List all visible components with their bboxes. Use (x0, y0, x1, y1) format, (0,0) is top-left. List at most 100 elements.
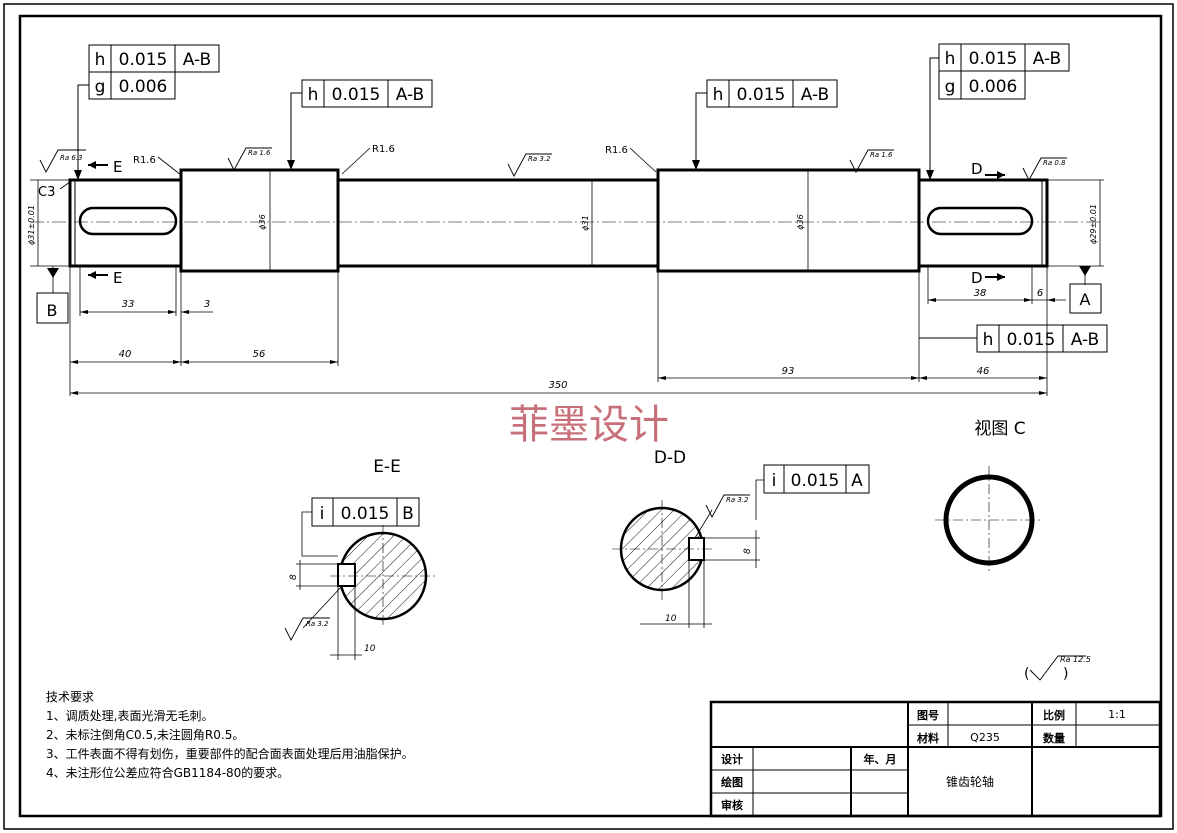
leader-arrow (287, 160, 295, 170)
tolerance-frame-right-h (929, 43, 1070, 178)
leader-arrow (926, 170, 934, 180)
dim-40: 40 (119, 349, 132, 360)
dd-keyway-width: 10 (665, 614, 677, 624)
roughness-ra32-a: Ra 3.2 (528, 155, 551, 163)
tol-lm-ref: A-B (396, 85, 424, 105)
chamfer-c3: C3 (38, 185, 55, 200)
view-c (935, 466, 1043, 574)
diameter-dimensions (30, 170, 1104, 271)
tol-lm-val: 0.015 (332, 85, 381, 105)
section-dd-title: D-D (654, 448, 686, 468)
diameter-label-1: ϕ31±0.01 (27, 205, 36, 245)
radius-r16-3: R1.6 (605, 145, 628, 156)
tolerance-frame-right-mid (695, 79, 838, 168)
tol-rm-val: 0.015 (737, 85, 786, 105)
tol-dd-val: 0.015 (791, 471, 840, 491)
roughness-symbols (39, 147, 1086, 681)
section-letter-d-top: D (971, 160, 983, 178)
dim-93: 93 (782, 366, 795, 377)
datum-a-triangle (1079, 266, 1091, 276)
tb-drawing-no-label: 图号 (917, 709, 939, 722)
tech-req-item: 4、未注形位公差应符合GB1184-80的要求。 (46, 766, 290, 780)
tol-rt-sym: h (945, 49, 956, 69)
ee-keyway-depth: 8 (289, 574, 299, 580)
section-markers (88, 164, 1005, 278)
tolerance-frame-right-low (919, 324, 1108, 353)
tb-material-label: 材料 (917, 731, 939, 745)
tol-lt-sym: h (95, 50, 106, 70)
dd-keyway-depth: 8 (743, 548, 753, 554)
tol-rt-val: 0.015 (969, 49, 1018, 69)
tol-rg-sym: g (945, 77, 956, 97)
roughness-bracket-open: ( (1024, 666, 1029, 682)
datum-b-triangle (47, 268, 59, 278)
section-arrows (88, 161, 1005, 281)
tb-date-label: 年、月 (864, 752, 897, 766)
tb-checker-label: 审核 (721, 798, 743, 812)
radius-r16-1: R1.6 (133, 155, 156, 166)
tech-req-item: 1、调质处理,表面光滑无毛刺。 (46, 709, 214, 723)
tb-designer-label: 设计 (721, 752, 743, 766)
technical-requirements: 技术要求 1、调质处理,表面光滑无毛刺。 2、未标注倒角C0.5,未注圆角R0.… (46, 688, 414, 783)
diameter-label-2: ϕ36 (258, 214, 267, 229)
outer-frame (3, 3, 1174, 830)
ee-keyway-width: 10 (364, 644, 376, 654)
tol-rl-val: 0.015 (1007, 330, 1056, 350)
datum-b-box (36, 292, 69, 324)
tb-scale-value: 1:1 (1108, 708, 1126, 721)
leader-arrow (74, 170, 82, 180)
tol-rt-ref: A-B (1033, 49, 1061, 69)
datum-a-box (1069, 283, 1102, 314)
dim-46: 46 (977, 366, 990, 377)
roughness-ra08: Ra 0.8 (1043, 159, 1066, 167)
section-dd-view (612, 479, 764, 628)
roughness-ra125: Ra 12.5 (1060, 655, 1091, 664)
roughness-bracket-close: ) (1063, 666, 1068, 682)
tol-dd-sym: i (772, 471, 777, 491)
datum-a-letter: A (1080, 290, 1091, 309)
tech-req-item: 2、未标注倒角C0.5,未注圆角R0.5。 (46, 728, 245, 742)
section-ee-title: E-E (373, 457, 401, 477)
tol-rm-sym: h (713, 85, 724, 105)
tol-rl-sym: h (983, 330, 994, 350)
diameter-label-5: ϕ29±0.01 (1089, 204, 1098, 244)
tol-ee-val: 0.015 (341, 504, 390, 524)
dim-56: 56 (253, 349, 266, 360)
tol-lt-ref: A-B (183, 50, 211, 70)
tb-material-value: Q235 (970, 731, 1000, 744)
tb-part-name: 锥齿轮轴 (946, 774, 994, 789)
section-letter-e-bottom: E (113, 269, 122, 287)
view-c-title: 视图 C (974, 419, 1025, 439)
tol-lg-sym: g (95, 77, 106, 97)
dimension-arrows (70, 298, 1055, 395)
tol-lg-val: 0.006 (119, 77, 168, 97)
watermark: 菲墨设计 (509, 402, 669, 448)
inner-frame (18, 14, 1163, 818)
tol-ee-sym: i (320, 504, 325, 524)
roughness-ra32-b: Ra 3.2 (306, 620, 329, 628)
tol-dd-ref: A (851, 471, 863, 491)
section-letter-e-top: E (113, 158, 122, 176)
tolerance-frame-left-h (77, 44, 220, 178)
tolerance-frame-dd (763, 464, 870, 494)
tb-quantity-label: 数量 (1043, 731, 1065, 745)
section-letter-d-bottom: D (971, 269, 983, 287)
tolerance-frame-ee (311, 497, 420, 527)
tol-lt-val: 0.015 (119, 50, 168, 70)
dim-3: 3 (204, 299, 210, 310)
tb-scale-label: 比例 (1043, 708, 1065, 722)
tol-lm-sym: h (308, 85, 319, 105)
tol-ee-ref: B (402, 504, 414, 524)
dim-38: 38 (974, 288, 987, 299)
dim-350: 350 (548, 380, 567, 391)
title-block (709, 700, 1162, 818)
length-dimensions (69, 266, 1066, 396)
roughness-ra32-c: Ra 3.2 (726, 496, 749, 504)
shaft-main-view (30, 168, 1100, 273)
radius-r16-2: R1.6 (372, 144, 395, 155)
roughness-ra16-a: Ra 1.6 (248, 149, 271, 157)
roughness-ra63: Ra 6.3 (60, 154, 83, 162)
tol-rm-ref: A-B (801, 85, 829, 105)
tolerance-frame-left-mid (290, 79, 433, 168)
